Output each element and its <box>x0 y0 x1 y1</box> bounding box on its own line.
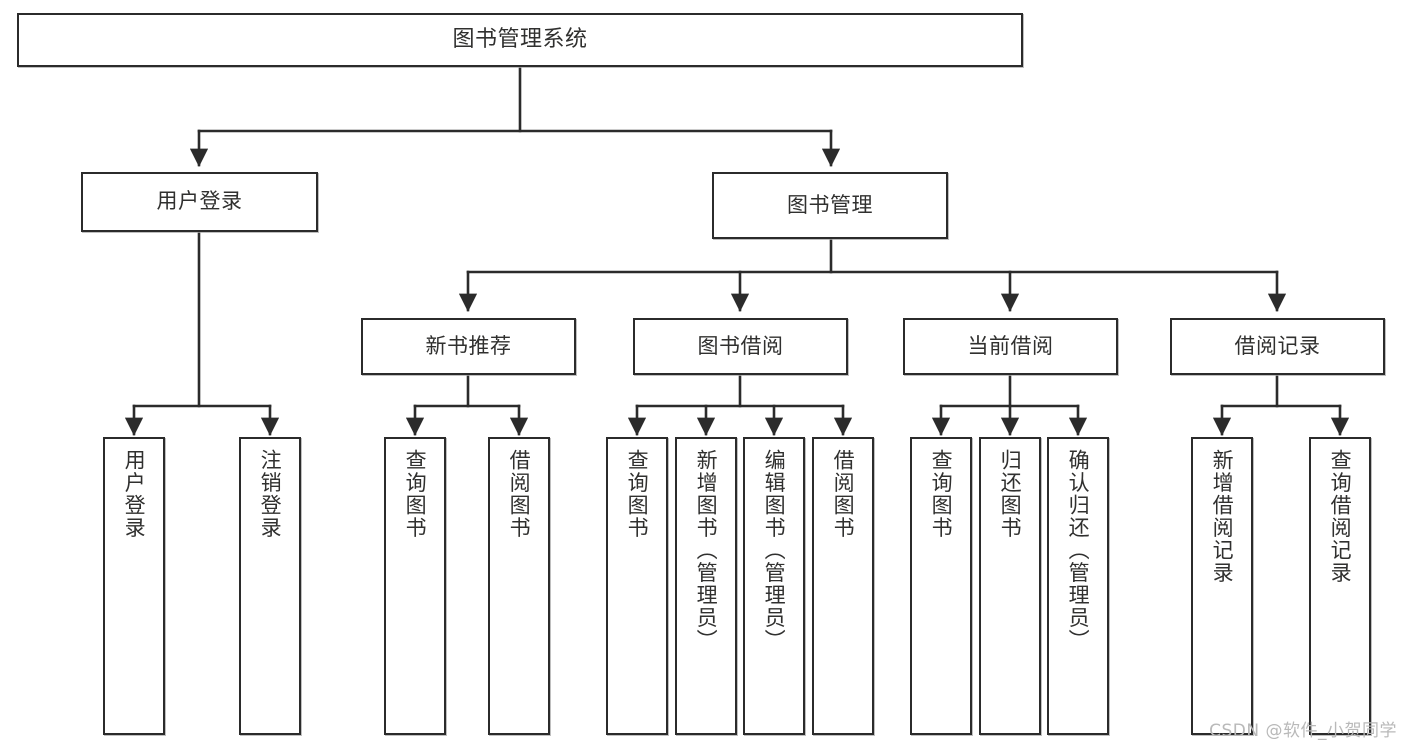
node-label: 用户登录 <box>122 449 147 539</box>
node-label: 确认归还（管理员） <box>1066 449 1091 652</box>
csdn-watermark: CSDN @软件_小贺同学 <box>1209 721 1397 741</box>
node-label: 借阅图书 <box>831 449 856 539</box>
leaf-user-login[interactable]: 用户登录 <box>103 437 165 735</box>
leaf-add-borrow-record[interactable]: 新增借阅记录 <box>1191 437 1253 735</box>
node-label: 新书推荐 <box>425 333 512 358</box>
leaf-add-book-admin[interactable]: 新增图书（管理员） <box>675 437 737 735</box>
node-label: 新增借阅记录 <box>1210 449 1235 584</box>
node-label: 编辑图书（管理员） <box>762 449 787 652</box>
node-current-borrow[interactable]: 当前借阅 <box>903 318 1118 375</box>
leaf-query-book-borrow[interactable]: 查询图书 <box>606 437 668 735</box>
leaf-confirm-return-admin[interactable]: 确认归还（管理员） <box>1047 437 1109 735</box>
leaf-borrow-book[interactable]: 借阅图书 <box>812 437 874 735</box>
node-label: 借阅记录 <box>1234 333 1321 358</box>
node-root[interactable]: 图书管理系统 <box>17 13 1023 67</box>
node-label: 图书管理系统 <box>452 26 588 52</box>
leaf-borrow-book-recommend[interactable]: 借阅图书 <box>488 437 550 735</box>
leaf-return-book[interactable]: 归还图书 <box>979 437 1041 735</box>
node-new-book-recommend[interactable]: 新书推荐 <box>361 318 576 375</box>
leaf-query-borrow-record[interactable]: 查询借阅记录 <box>1309 437 1371 735</box>
node-label: 注销登录 <box>258 449 283 539</box>
node-label: 用户登录 <box>156 189 243 214</box>
node-label: 新增图书（管理员） <box>694 449 719 652</box>
node-label: 查询借阅记录 <box>1328 449 1353 584</box>
node-label: 归还图书 <box>998 449 1023 539</box>
node-label: 当前借阅 <box>967 333 1054 358</box>
node-book-management[interactable]: 图书管理 <box>712 172 948 239</box>
node-user-login[interactable]: 用户登录 <box>81 172 318 232</box>
leaf-logout[interactable]: 注销登录 <box>239 437 301 735</box>
node-label: 查询图书 <box>625 449 650 539</box>
node-book-borrow[interactable]: 图书借阅 <box>633 318 848 375</box>
node-label: 查询图书 <box>929 449 954 539</box>
leaf-query-book-current[interactable]: 查询图书 <box>910 437 972 735</box>
node-borrow-record[interactable]: 借阅记录 <box>1170 318 1385 375</box>
node-label: 图书借阅 <box>697 333 784 358</box>
leaf-query-book-recommend[interactable]: 查询图书 <box>384 437 446 735</box>
node-label: 借阅图书 <box>507 449 532 539</box>
node-label: 查询图书 <box>403 449 428 539</box>
node-label: 图书管理 <box>787 192 873 217</box>
leaf-edit-book-admin[interactable]: 编辑图书（管理员） <box>743 437 805 735</box>
